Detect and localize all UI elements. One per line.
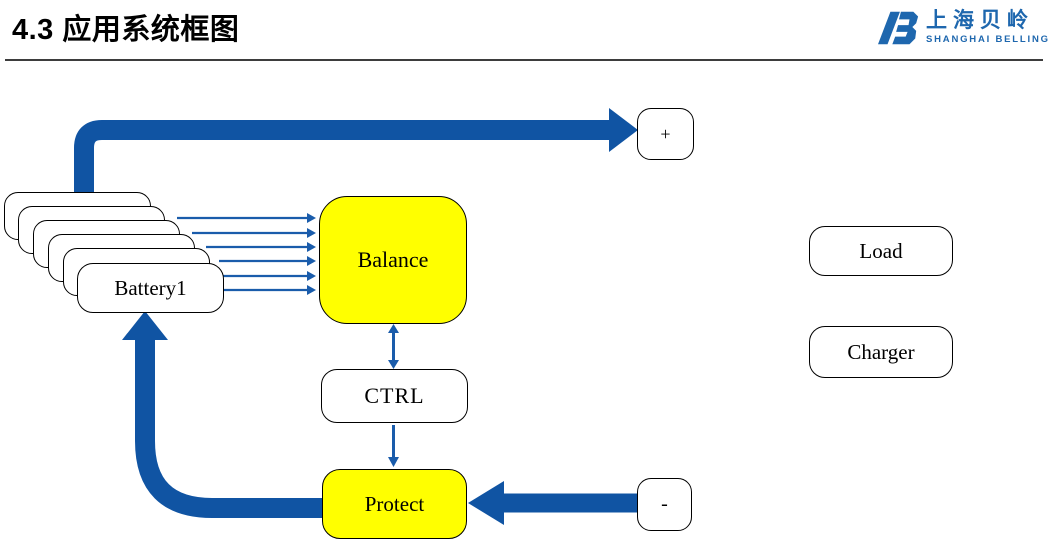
plus-terminal-label: + [660,123,671,144]
ctrl-label: CTRL [364,383,425,408]
load-block: Load [809,226,953,276]
battery1-label: Battery1 [114,275,187,300]
load-label: Load [859,238,903,263]
ctrl-block: CTRL [321,369,468,423]
protect-label: Protect [364,491,425,516]
balance-ctrl-double-arrow [388,324,399,369]
charger-label: Charger [847,339,915,364]
minus-terminal-block: - [637,478,692,531]
logo-name-en: SHANGHAI BELLING [926,34,1050,45]
ctrl-to-protect-arrow [388,425,399,467]
protect-block: Protect [322,469,467,539]
title-divider [5,59,1043,61]
balance-label: Balance [357,247,429,272]
minus-to-protect-arrow [468,481,637,525]
company-logo: 上海贝岭 SHANGHAI BELLING [878,8,1050,48]
page-title: 4.3 应用系统框图 [12,14,240,46]
balance-block: Balance [319,196,467,324]
minus-terminal-label: - [661,493,668,515]
battery1-block: Battery1 [77,263,224,313]
protect-to-battery-arrow [122,311,322,518]
plus-terminal-block: + [637,108,694,160]
logo-text: 上海贝岭 SHANGHAI BELLING [926,8,1050,45]
charger-block: Charger [809,326,953,378]
battery-to-plus-arrow [74,108,638,196]
battery-to-balance-sense-arrows [177,213,316,295]
logo-name-cn: 上海贝岭 [926,9,1034,32]
shanghai-belling-logo-icon [878,11,919,45]
